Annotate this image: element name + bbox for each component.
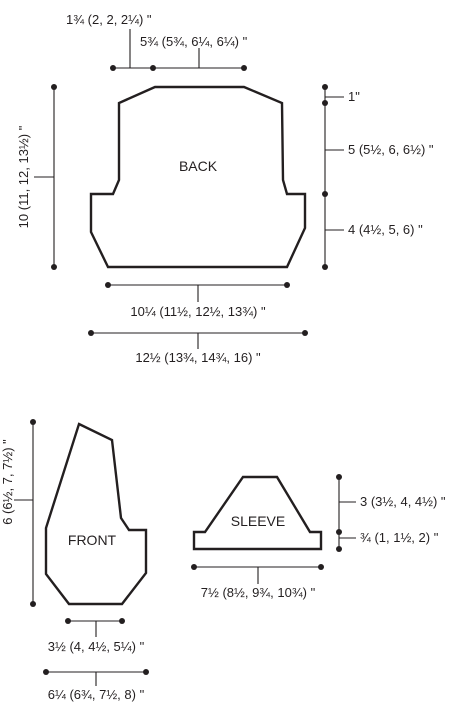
- sleeve-cap-height-label: 3 (3½, 4, 4½) ": [360, 494, 446, 509]
- sleeve-right-dimensions: [336, 474, 356, 552]
- sleeve-width-label: 7½ (8½, 9¾, 10¾) ": [201, 585, 316, 600]
- back-shoulder-drop-label: 1": [348, 89, 360, 104]
- front-hem-width-dimension: [65, 618, 125, 637]
- front-length-dimension: [14, 419, 36, 607]
- back-hem-width-label: 10¼ (11½, 12½, 13¾) ": [130, 304, 266, 319]
- sleeve-piece-outline: [192, 475, 323, 551]
- back-armhole-depth-label: 5 (5½, 6, 6½) ": [348, 142, 434, 157]
- back-chest-width-label: 12½ (13¾, 14¾, 16) ": [135, 350, 261, 365]
- back-shoulder-width-label: 5¾ (5¾, 6¼, 6¼) ": [140, 34, 248, 49]
- back-neck-width-dimension: [110, 29, 156, 71]
- front-piece-label: FRONT: [68, 532, 117, 548]
- front-chest-width-dimension: [43, 669, 149, 686]
- front-chest-width-label: 6¼ (6¾, 7½, 8) ": [48, 687, 145, 702]
- back-piece-outline: [89, 85, 307, 269]
- back-total-length-dimension: [34, 84, 57, 270]
- front-hem-width-label: 3½ (4, 4½, 5¼) ": [48, 639, 145, 654]
- back-shoulder-width-dimension: [153, 48, 247, 71]
- sleeve-piece-label: SLEEVE: [231, 513, 285, 529]
- back-piece-label: BACK: [179, 158, 218, 174]
- back-right-dimensions: [322, 84, 344, 270]
- back-side-length-label: 4 (4½, 5, 6) ": [348, 222, 423, 237]
- back-total-length-label: 10 (11, 12, 13½) ": [16, 125, 31, 228]
- front-length-label: 6 (6½, 7, 7½) ": [0, 439, 15, 525]
- back-neck-width-label: 1¾ (2, 2, 2¼) ": [66, 12, 152, 27]
- sleeve-width-dimension: [191, 564, 324, 584]
- sleeve-cuff-height-label: ¾ (1, 1½, 2) ": [360, 530, 439, 545]
- back-chest-width-dimension: [88, 330, 308, 349]
- front-piece-outline: [44, 422, 148, 606]
- back-hem-width-dimension: [105, 282, 290, 302]
